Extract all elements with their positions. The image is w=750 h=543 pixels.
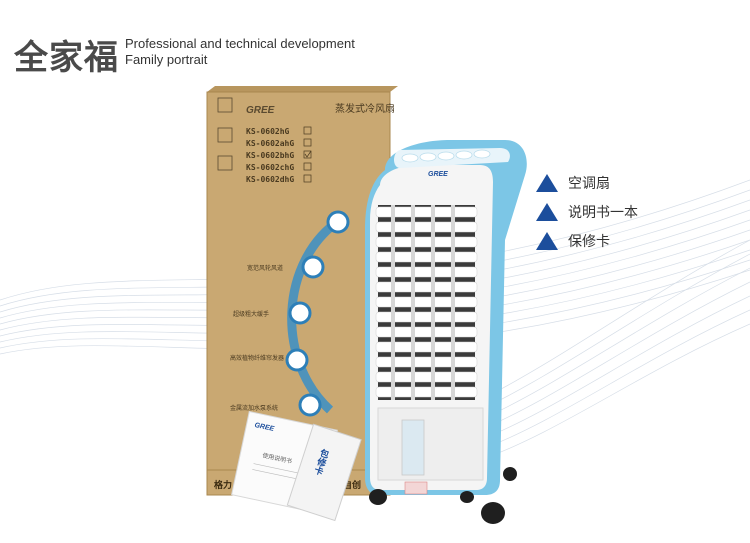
model-checkbox (303, 150, 312, 159)
air-cooler: GREE (365, 140, 527, 524)
box-feature-2: 超级粗大缓手 (233, 310, 269, 318)
box-feature-3: 高效植物纤维帘发器 (230, 354, 284, 362)
box-model-5: KS-0602dhG (246, 175, 294, 184)
list-item-label: 空调扇 (568, 175, 610, 192)
triangle-icon (536, 173, 558, 192)
box-feature-4: 金属流加水泵系统 (230, 404, 278, 412)
model-checkbox (303, 174, 312, 183)
list-item: 说明书一本 (536, 197, 638, 226)
box-model-3: KS-0602bhG (246, 151, 294, 160)
page-title: 全家福 (14, 38, 119, 78)
list-item: 保修卡 (536, 226, 638, 255)
manual-brand: GREE (254, 422, 275, 433)
package-contents-list: 空调扇 说明书一本 保修卡 (536, 168, 638, 255)
box-model-4: KS-0602chG (246, 163, 294, 172)
model-checkbox (303, 162, 312, 171)
warranty-card: 包修卡 (286, 423, 362, 522)
box-feature-1: 宽范风轮风道 (247, 264, 283, 272)
subtitle-line-2: Family portrait (125, 52, 208, 67)
triangle-icon (536, 202, 558, 221)
list-item-label: 说明书一本 (568, 204, 638, 221)
svg-text:GREE: GREE (428, 171, 448, 178)
model-checkbox (303, 126, 312, 135)
box-model-2: KS-0602ahG (246, 139, 294, 148)
box-bottom-text-left: 格力 (214, 479, 232, 491)
subtitle-line-1: Professional and technical development (125, 36, 355, 51)
box-product-title: 蒸发式冷风扇 (335, 102, 395, 115)
box-brand: GREE (246, 105, 275, 116)
list-item-label: 保修卡 (568, 233, 610, 250)
check-icon (304, 150, 312, 158)
model-checkbox (303, 138, 312, 147)
box-model-1: KS-0602hG (246, 127, 290, 136)
list-item: 空调扇 (536, 168, 638, 197)
triangle-icon (536, 231, 558, 250)
